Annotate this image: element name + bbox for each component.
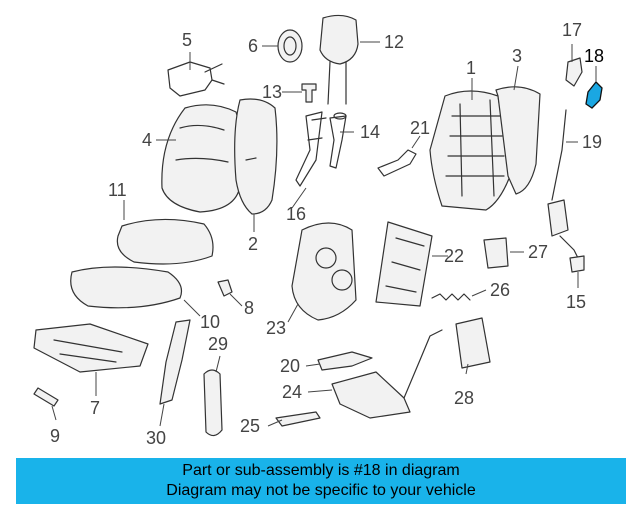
part-5 [167,61,225,97]
part-30 [159,319,191,405]
callout-14: 14 [360,122,380,142]
part-28 [455,317,491,369]
banner-line-disclaimer: Diagram may not be specific to your vehi… [166,482,476,499]
callout-5: 5 [182,30,192,50]
part-23 [291,222,357,321]
part-2 [234,98,278,215]
callout-22: 22 [444,246,464,266]
part-7 [33,323,149,373]
callout-15: 15 [566,292,586,312]
callout-23: 23 [266,318,286,338]
callout-28: 28 [454,388,474,408]
callout-12: 12 [384,32,404,52]
part-12 [319,14,359,105]
part-24 [331,329,443,419]
callout-1: 1 [466,58,476,78]
callout-29: 29 [208,334,228,354]
callout-17: 17 [562,20,582,40]
part-27 [483,237,509,269]
highlight-info-banner: Part or sub-assembly is #18 in diagram D… [16,458,626,504]
callout-3: 3 [512,46,522,66]
callout-26: 26 [490,280,510,300]
callout-18: 18 [584,46,604,66]
part-29 [203,369,223,437]
callout-6: 6 [248,36,258,56]
part-17 [565,57,583,87]
part-20 [317,351,373,371]
callout-2: 2 [248,234,258,254]
part-18-highlighted[interactable] [585,81,603,109]
callout-8: 8 [244,298,254,318]
callout-21: 21 [410,118,430,138]
callout-25: 25 [240,416,260,436]
part-19 [551,109,567,201]
part-10 [70,266,183,309]
callout-30: 30 [146,428,166,448]
callout-4: 4 [142,130,152,150]
callout-labels: 5 6 12 13 4 2 1 3 14 21 17 18 19 11 16 8… [50,20,604,448]
callout-13: 13 [262,82,282,102]
callout-24: 24 [282,382,302,402]
callout-11: 11 [108,180,127,200]
part-15 [547,199,585,273]
callout-16: 16 [286,204,306,224]
part-22 [375,221,433,307]
callout-20: 20 [280,356,300,376]
part-13 [301,83,317,103]
part-8 [217,279,233,297]
part-3 [495,86,541,195]
part-21 [377,149,417,177]
part-25 [275,411,321,427]
leader-lines [51,41,597,427]
part-14 [329,112,347,169]
callout-7: 7 [90,398,100,418]
callout-27: 27 [528,242,548,262]
part-1 [429,90,511,211]
seat-exploded-diagram: 5 6 12 13 4 2 1 3 14 21 17 18 19 11 16 8… [33,14,604,448]
part-16 [295,111,327,187]
part-6 [277,29,303,63]
callout-19: 19 [582,132,602,152]
part-4 [161,104,243,213]
banner-line-part-number: Part or sub-assembly is #18 in diagram [182,462,460,479]
callout-10: 10 [200,312,220,332]
part-11 [116,218,214,265]
part-9 [33,387,59,407]
callout-9: 9 [50,426,60,446]
part-26 [431,293,471,301]
